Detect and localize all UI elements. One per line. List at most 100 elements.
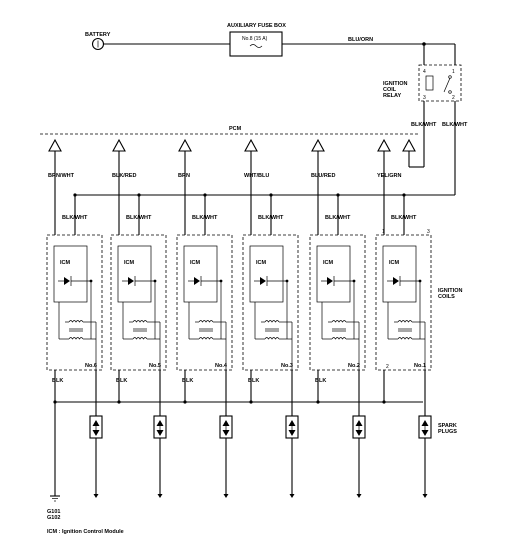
auxiliary-fuse-box: AUXILIARY FUSE BOX No.8 (15 A)	[227, 23, 286, 57]
ground-label-g102: G102	[47, 515, 60, 521]
feed-wire-label: BLK/WHT	[62, 215, 88, 221]
ground-arrow-icon	[356, 494, 362, 498]
pcm-terminal-triangle	[311, 138, 325, 152]
pcm-wire-label: BLU/RED	[311, 173, 335, 179]
diode-icon	[327, 277, 333, 285]
ground-wire-label: BLK	[248, 378, 259, 384]
spark-plug	[418, 415, 432, 439]
ignition-coils-label-line1: IGNITION	[438, 288, 462, 294]
fuse-box-title: AUXILIARY FUSE BOX	[227, 23, 286, 29]
pcm-wire-label: WHT/BLU	[244, 173, 269, 179]
ground-arrow-icon	[422, 494, 428, 498]
coil-housing	[176, 234, 233, 371]
feed-wire-label: BLK/WHT	[126, 215, 152, 221]
coil-housing	[110, 234, 167, 371]
spark-plug	[219, 415, 233, 439]
relay-pin-2: 2	[452, 95, 455, 101]
coil-number-label: No.5	[149, 363, 161, 369]
relay-title-line3: RELAY	[383, 93, 401, 99]
icm-box	[183, 245, 218, 303]
ignition-coil-6: YEL/GRN BLK/WHT ICM No.1	[375, 138, 432, 498]
spark-plugs-label-line2: PLUGS	[438, 429, 457, 435]
pcm-wire-label: YEL/GRN	[377, 173, 401, 179]
icm-label: ICM	[124, 260, 135, 266]
relay-blk-wht-label-left: BLK/WHT	[411, 122, 437, 128]
diode-icon	[260, 277, 266, 285]
coil-number-label: No.1	[414, 363, 426, 369]
feed-wire-label: BLK/WHT	[192, 215, 218, 221]
fuse-symbol	[249, 44, 263, 48]
coil-housing	[46, 234, 103, 371]
icm-box	[117, 245, 152, 303]
feed-wire-label: BLK/WHT	[258, 215, 284, 221]
icm-label: ICM	[190, 260, 201, 266]
ground-arrow-icon	[157, 494, 163, 498]
pcm-terminal-triangle	[48, 138, 62, 152]
pcm-relay-triangle	[402, 138, 416, 152]
ground-arrow-icon	[223, 494, 229, 498]
ground-arrow-icon	[289, 494, 295, 498]
pcm-wire-label: BRN	[178, 173, 190, 179]
spark-plug	[153, 415, 167, 439]
ground-wire-label: BLK	[182, 378, 193, 384]
spark-plug	[89, 415, 103, 439]
coil1-pin-2: 2	[386, 364, 389, 370]
icm-label: ICM	[256, 260, 267, 266]
pcm-label: PCM	[229, 126, 242, 132]
feed-wire-label: BLK/WHT	[391, 215, 417, 221]
icm-label: ICM	[389, 260, 400, 266]
coil-number-label: No.4	[215, 363, 228, 369]
relay-pin-4: 4	[423, 69, 426, 75]
pcm-terminal-triangle	[244, 138, 258, 152]
pcm-wire-label: BRN/WHT	[48, 173, 75, 179]
coil1-pin-1: 1	[382, 229, 385, 235]
feed-wire-label: BLK/WHT	[325, 215, 351, 221]
icm-box	[382, 245, 417, 303]
ground-label-g101: G101	[47, 509, 60, 515]
relay-blk-wht-label-right: BLK/WHT	[442, 122, 468, 128]
icm-label: ICM	[323, 260, 334, 266]
ground-arrow-icon	[93, 494, 99, 498]
pcm-wire-label: BLK/RED	[112, 173, 136, 179]
coil1-pin-3: 3	[427, 229, 430, 235]
relay-pin-1: 1	[452, 69, 455, 75]
icm-box	[53, 245, 88, 303]
diode-icon	[393, 277, 399, 285]
coil-number-label: No.3	[281, 363, 293, 369]
relay-pin-3: 3	[423, 95, 426, 101]
coil-housing	[242, 234, 299, 371]
ground-wire-label: BLK	[52, 378, 63, 384]
pcm-terminal-triangle	[112, 138, 126, 152]
relay-title-line2: COIL	[383, 87, 397, 93]
ground-wire-label: BLK	[315, 378, 326, 384]
diode-icon	[128, 277, 134, 285]
pcm-terminal-triangle	[377, 138, 391, 152]
coil-housing	[309, 234, 366, 371]
icm-label: ICM	[60, 260, 71, 266]
coil-number-label: No.2	[348, 363, 360, 369]
diode-icon	[194, 277, 200, 285]
ignition-coils-label-line2: COILS	[438, 294, 455, 300]
coil-number-label: No.6	[85, 363, 97, 369]
coil-housing	[375, 234, 432, 371]
ignition-coil-relay: 4 1 3 2 IGNITION COIL RELAY	[383, 44, 462, 102]
battery: BATTERY	[85, 32, 111, 51]
fuse-label: No.8 (15 A)	[242, 36, 268, 42]
spark-plug	[352, 415, 366, 439]
blu-orn-label: BLU/ORN	[348, 37, 373, 43]
relay-title-line1: IGNITION	[383, 81, 407, 87]
ground-wire-label: BLK	[116, 378, 127, 384]
pcm-terminal-triangle	[178, 138, 192, 152]
icm-box	[316, 245, 351, 303]
spark-plugs-label-line1: SPARK	[438, 423, 457, 429]
battery-label: BATTERY	[85, 32, 111, 38]
legend-text: ICM : Ignition Control Module	[47, 529, 124, 535]
ground-symbol-g101	[50, 402, 60, 502]
